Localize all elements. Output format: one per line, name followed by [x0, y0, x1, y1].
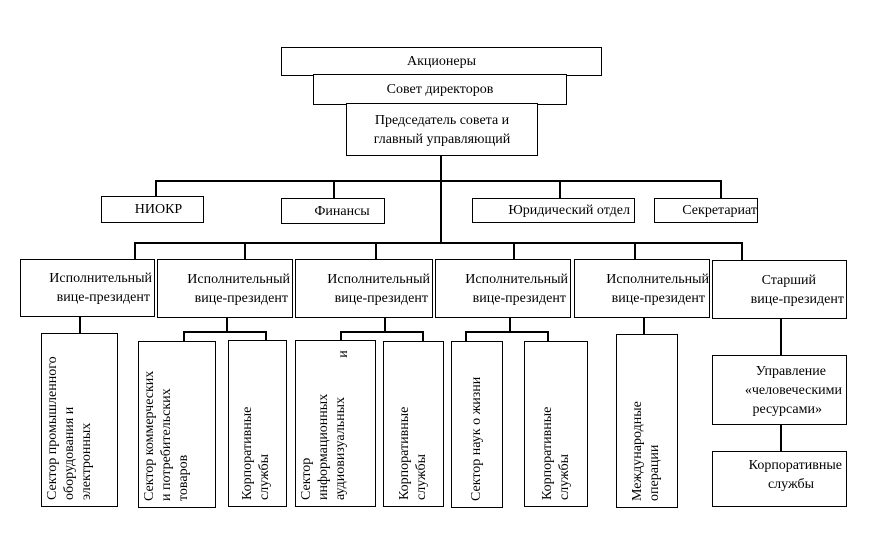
vp-title-line1: Исполнительный [606, 271, 709, 287]
division-label-line: Корпоративные [397, 406, 412, 500]
connector-staff-4 [720, 180, 722, 199]
division-information-conjunction: и [335, 350, 351, 358]
division-label-line: Сектор промышленного [45, 356, 60, 500]
division-box-corporate-2: Корпоративные службы [383, 341, 444, 507]
division-box-international: Международные операции [616, 334, 678, 508]
division-box-consumer: Сектор коммерческих и потребительских то… [138, 341, 216, 508]
staff-label: НИОКР [134, 202, 183, 217]
board-label: Совет директоров [386, 82, 494, 97]
staff-box-finance: Финансы [281, 198, 385, 224]
chairman-label-line1: Председатель совета и [374, 112, 510, 128]
vp-title-line1: Исполнительный [327, 271, 430, 287]
chairman-box: Председатель совета и главный управляющи… [346, 103, 538, 156]
hr-label-line1: Управление [755, 363, 826, 379]
connector-vp-1 [134, 242, 136, 260]
division-label-line: аудиовизуальных [333, 397, 348, 500]
division-label-line: Международные [630, 401, 645, 501]
division-label-line: электронных [79, 422, 94, 500]
vp-box-senior: Старший вице-президент [712, 260, 847, 319]
svp-corporate-line2: службы [767, 477, 814, 492]
division-label-line: и потребительских [159, 388, 174, 501]
hr-label-line3: ресурсами» [752, 401, 822, 417]
division-box-corporate-1: Корпоративные службы [228, 340, 287, 507]
vp-box-3: Исполнительный вице-президент [295, 259, 433, 318]
vp-title-line1: Исполнительный [187, 271, 290, 287]
vp-box-4: Исполнительный вице-президент [435, 259, 571, 318]
connector-trunk [440, 155, 442, 243]
connector-vp-6 [741, 242, 743, 261]
division-box-life-sciences: Сектор наук о жизни [451, 341, 503, 508]
shareholders-box: Акционеры [281, 47, 602, 76]
vp-title-line2: вице-президент [472, 290, 566, 306]
hr-label-line2: «человеческими [744, 382, 842, 398]
staff-box-legal: Юридический отдел [472, 198, 635, 223]
connector-svp-hr-to-corp [780, 424, 782, 452]
division-label-line: операции [647, 444, 662, 501]
connector-vp4-b [547, 331, 549, 341]
connector-vp3-a [340, 331, 342, 341]
staff-label: Юридический отдел [508, 203, 630, 218]
vp-box-5: Исполнительный вице-президент [574, 259, 710, 318]
connector-vp3-bus [340, 331, 423, 333]
board-box: Совет директоров [313, 74, 567, 105]
vp-box-1: Исполнительный вице-президент [20, 259, 155, 317]
shareholders-label: Акционеры [406, 54, 476, 69]
staff-label: Секретариат [682, 203, 757, 218]
division-label-line: Корпоративные [540, 406, 555, 500]
connector-vp1-down [79, 317, 81, 334]
connector-vp-2 [244, 242, 246, 260]
connector-svp-down [780, 318, 782, 356]
vp-title-line2: вице-президент [56, 290, 150, 305]
connector-vp-5 [634, 242, 636, 260]
vp-title-line1: Исполнительный [465, 271, 568, 287]
hr-management-box: Управление «человеческими ресурсами» [712, 355, 847, 425]
connector-staff-bus [155, 180, 721, 182]
division-label-line: товаров [176, 454, 191, 501]
division-label-line: Сектор коммерческих [142, 370, 157, 501]
vp-title-line1: Исполнительный [49, 271, 152, 286]
connector-vp4-a [465, 331, 467, 341]
connector-staff-3 [559, 180, 561, 199]
connector-vp-4 [513, 242, 515, 260]
division-label-line: Корпоративные [240, 406, 255, 500]
connector-vp3-down [384, 318, 386, 332]
connector-vp4-down [509, 318, 511, 332]
connector-vp-bus [134, 242, 743, 244]
division-label-line: информационных [316, 393, 331, 500]
vp-title-line2: вице-президент [194, 290, 288, 306]
connector-staff-2 [333, 180, 335, 199]
staff-label: Финансы [314, 203, 370, 219]
staff-box-rnd: НИОКР [101, 196, 204, 223]
vp-title-line2: вице-президент [334, 290, 428, 306]
connector-vp2-bus [183, 331, 266, 333]
svp-corporate-line1: Корпоративные [748, 458, 842, 473]
division-label-line: службы [414, 453, 429, 500]
connector-vp4-bus [465, 331, 548, 333]
division-label-line: Сектор [299, 457, 314, 500]
connector-vp3-b [422, 331, 424, 341]
division-box-information: Сектор информационных аудиовизуальных [295, 340, 376, 507]
connector-vp5-down [643, 318, 645, 335]
connector-vp2-a [183, 331, 185, 341]
connector-vp2-down [226, 318, 228, 332]
svp-corporate-box: Корпоративные службы [712, 451, 847, 507]
division-box-corporate-3: Корпоративные службы [524, 341, 588, 507]
connector-vp2-b [265, 331, 267, 341]
division-box-industrial: Сектор промышленного оборудования и элек… [41, 333, 118, 507]
vp-title-line1: Старший [761, 272, 816, 288]
vp-title-line2: вице-президент [611, 290, 705, 306]
division-label-line: службы [557, 453, 572, 500]
connector-vp-3 [375, 242, 377, 260]
division-label-line: оборудования и [62, 406, 77, 500]
vp-title-line2: вице-президент [750, 291, 844, 307]
division-label-line: Сектор наук о жизни [469, 376, 484, 501]
staff-box-secretariat: Секретариат [654, 198, 758, 223]
division-label-line: службы [257, 453, 272, 500]
chairman-label-line2: главный управляющий [373, 131, 511, 147]
vp-box-2: Исполнительный вице-президент [157, 259, 293, 318]
connector-staff-1 [155, 180, 157, 197]
